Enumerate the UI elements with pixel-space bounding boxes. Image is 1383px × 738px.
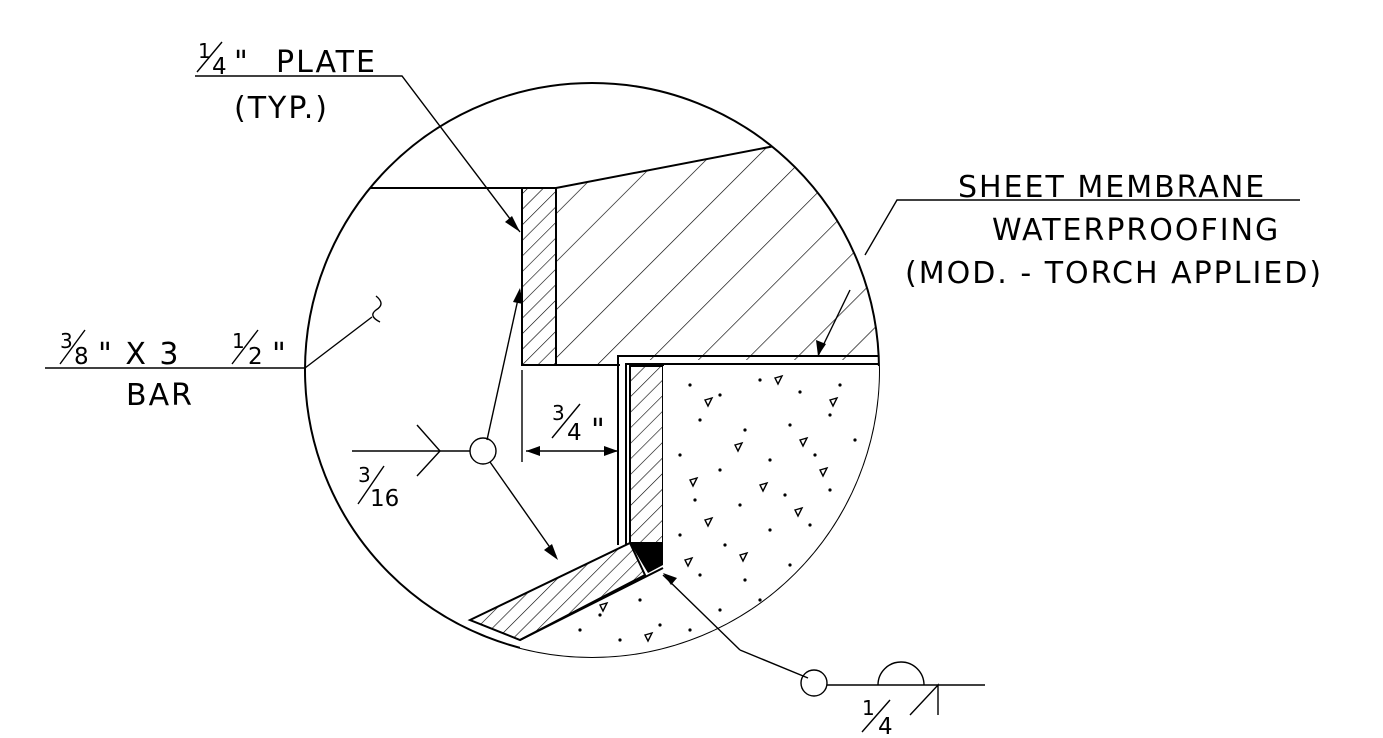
bar-b-num: 1 (232, 329, 245, 353)
plate-note: (TYP.) (234, 91, 329, 126)
plate-size-den: 4 (212, 54, 227, 80)
membrane-line1: SHEET MEMBRANE (958, 170, 1266, 205)
weld-fill (630, 543, 663, 573)
aggregate-dots (578, 378, 857, 642)
bar-b-den: 2 (248, 344, 263, 370)
membrane-line (617, 355, 879, 545)
gap-num: 3 (552, 401, 565, 425)
membrane-line2: WATERPROOFING (992, 213, 1280, 248)
aggregate-triangles (598, 374, 839, 643)
sloped-plate (467, 541, 647, 642)
weld-bottom-num: 1 (862, 696, 875, 720)
gap-inch: " (591, 413, 607, 448)
plate-label: PLATE (276, 45, 377, 80)
weld-bottom-den: 4 (878, 714, 893, 738)
upper-body-hatch (556, 145, 879, 365)
bar-inch: " (272, 337, 288, 372)
bar-a-num: 3 (60, 329, 73, 353)
weld-left-den: 16 (370, 486, 399, 512)
gap-den: 4 (567, 420, 582, 446)
weld-left-num: 3 (358, 463, 371, 487)
svg-text:": " (234, 45, 250, 80)
bar-a-den: 8 (74, 344, 89, 370)
membrane-line3: (MOD. - TORCH APPLIED) (905, 256, 1323, 291)
bar-vertical (629, 365, 664, 544)
plate-size-num: 1 (198, 39, 211, 63)
bar-label: BAR (126, 378, 194, 413)
bar-times: " X 3 (98, 337, 181, 372)
lower-concrete (520, 366, 879, 657)
plate-vertical (521, 187, 557, 366)
